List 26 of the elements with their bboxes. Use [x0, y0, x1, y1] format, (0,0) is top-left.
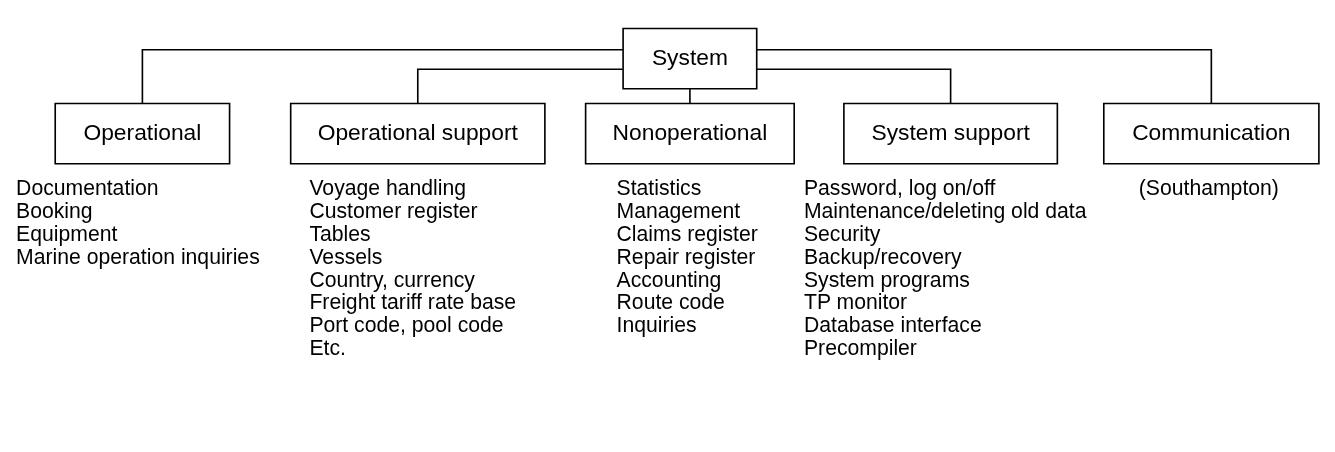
node-label: Security — [803, 221, 881, 245]
node-label: Documentation — [16, 175, 159, 199]
node-label: Booking — [16, 198, 93, 222]
node-label: Inquiries — [616, 312, 697, 336]
connector — [756, 67, 952, 104]
connector — [689, 87, 691, 104]
node-box: System support — [843, 102, 1059, 165]
node-label: Country, currency — [309, 267, 475, 291]
node-box: Nonoperational — [584, 102, 795, 165]
connector — [756, 48, 1213, 104]
node-label: Vessels — [309, 244, 383, 268]
node-label: Management — [616, 198, 741, 222]
connector — [416, 67, 624, 104]
node-label: Voyage handling — [309, 175, 466, 199]
connector — [141, 48, 624, 104]
node-label: Precompiler — [803, 335, 917, 359]
node-label: (Southampton) — [1138, 175, 1279, 199]
node-box: Operational support — [289, 102, 546, 165]
node-label: Etc. — [309, 335, 346, 359]
node-box: System — [622, 27, 758, 90]
node-label: Password, log on/off — [803, 175, 996, 199]
node-label: Statistics — [616, 175, 702, 199]
node-box: Communication — [1102, 102, 1320, 165]
node-box: Operational — [54, 102, 231, 165]
node-label: Tables — [309, 221, 371, 245]
node-label: Database interface — [803, 312, 982, 336]
